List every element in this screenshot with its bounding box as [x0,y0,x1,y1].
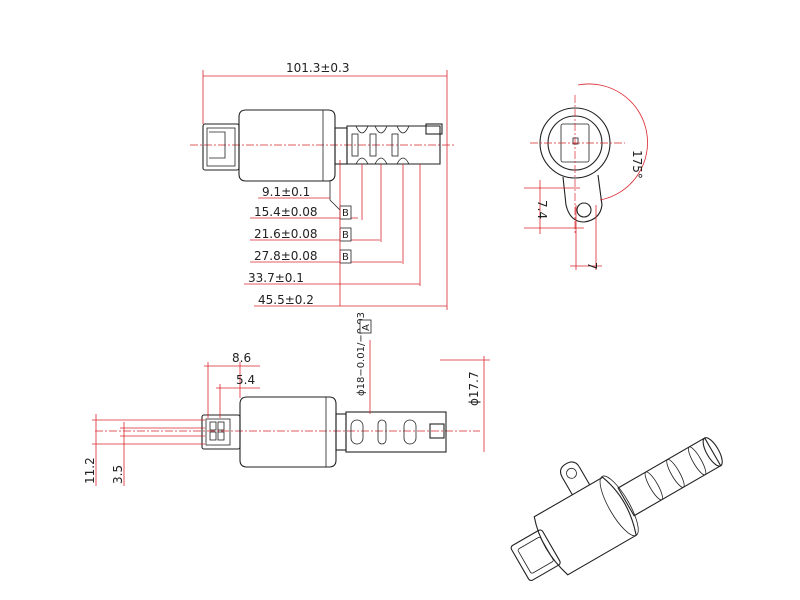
solenoid-body [238,109,336,182]
spool-groove-2 [374,125,388,165]
spool-port-3 [391,133,399,157]
dim-33-7-label: 33.7±0.1 [248,271,304,285]
dim-7-4-label: 7.4 [535,200,549,219]
iso-groove-3 [687,446,707,476]
pin-4 [217,431,225,441]
dim-11-2-label: 11.2 [83,457,97,484]
angle-label: 175° [630,150,644,179]
dim-8-6-label: 8.6 [232,351,251,365]
dim-3-5-label: 3.5 [111,465,125,484]
side-solenoid-body [239,396,337,468]
pin-2 [217,421,225,431]
pin-1 [209,421,217,431]
datum-b-2: B [342,230,349,241]
end-view: 175° 7.4 7 [524,83,648,270]
dim-5-4-label: 5.4 [236,373,255,387]
iso-spool-tip [702,437,723,467]
iso-mount-tab [559,461,591,496]
isometric-view [510,437,723,582]
datum-b-1: B [342,208,349,219]
iso-groove-1 [644,471,663,501]
spool-groove-1 [355,125,369,165]
datum-b-3: B [342,252,349,263]
connector-latch [209,131,226,159]
iso-groove-2 [666,458,685,488]
side-port-1 [350,419,364,445]
side-spool [345,411,447,453]
pin-3 [209,431,217,441]
dim-phi18-label: ϕ18−0.01/−0.03 [356,312,367,396]
spool-tip [425,123,443,135]
dim-27-8-label: 27.8±0.08 [254,249,318,263]
spool-groove-3 [396,125,410,165]
iso-connector [510,529,561,582]
side-view: 8.6 5.4 ϕ18−0.01/−0.03 A ϕ17.7 11.2 3.5 [83,312,490,486]
side-port-2 [377,419,387,445]
iso-mount-hole [566,467,577,479]
datum-a-box [359,319,372,334]
side-spool-tip [429,423,445,439]
dim-9-1-label: 9.1±0.1 [262,185,310,199]
dim-7-label: 7 [585,262,599,270]
end-mount-tab [562,174,603,223]
iso-body [533,476,637,576]
stacked-dims: 9.1±0.1 15.4±0.08 B 21.6±0.08 B 27.8±0.0… [244,160,447,307]
dim-15-4-label: 15.4±0.08 [254,205,318,219]
spool-port-2 [369,133,377,157]
side-body-collar [335,413,347,451]
connector-inner [206,127,236,167]
angle-arc [577,83,648,201]
body-collar [334,127,348,165]
side-port-3 [403,419,417,445]
dim-21-6-label: 21.6±0.08 [254,227,318,241]
spool-port-1 [351,133,359,157]
iso-body-end [599,475,639,537]
top-view: 101.3±0.3 9.1±0.1 15.4±0.08 B 21.6±0.08 … [190,61,455,310]
dim-45-5-label: 45.5±0.2 [258,293,314,307]
end-mount-hole [576,202,592,218]
mount-bracket [329,181,341,211]
connector [202,123,240,171]
datum-a: A [361,324,372,331]
end-pin [572,137,579,145]
side-connector-inner [205,418,231,446]
dim-phi17-7-label: ϕ17.7 [467,371,481,406]
iso-spool [617,437,722,517]
dim-overall-label: 101.3±0.3 [286,61,350,75]
